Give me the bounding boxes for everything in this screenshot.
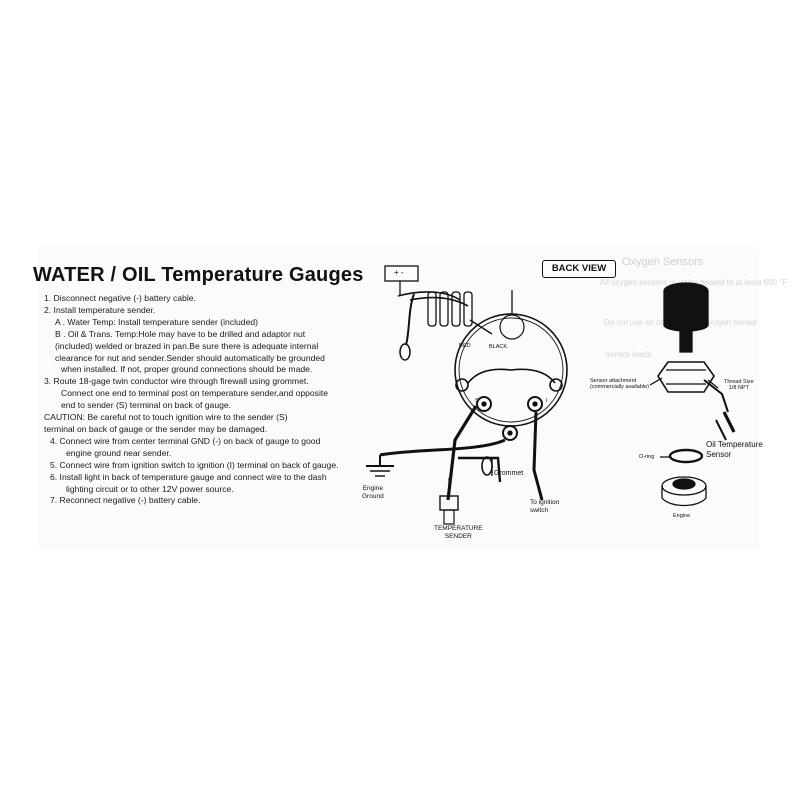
step-line: when installed. If not, proper ground co… — [61, 364, 313, 375]
battery-terminals-label: + - — [394, 268, 404, 277]
oil-temperature-sensor-assembly — [649, 282, 736, 507]
battery-icon — [384, 265, 419, 282]
show-through-heading: Oxygen Sensors — [622, 256, 704, 268]
step-line: 6. Install light in back of temperature … — [50, 471, 327, 482]
engine-label: Engine — [673, 513, 691, 519]
light-bulb-icon — [399, 343, 411, 361]
step-line: (included) welded or brazed in pan.Be su… — [55, 340, 319, 351]
step-line: lighting circuit or to other 12V power s… — [66, 483, 234, 494]
step-line: terminal on back of gauge or the sender … — [44, 423, 268, 434]
sensor-attachment-label: Sensor attachment (commercially availabl… — [590, 378, 649, 390]
thread-size-label: Thread Size 1/8 NPT — [724, 379, 754, 391]
back-view-label: BACK VIEW — [542, 260, 616, 278]
oil-temperature-sensor-label: Oil Temperature Sensor — [706, 440, 763, 459]
step-line: 3. Route 18-gage twin conductor wire thr… — [44, 376, 309, 387]
ignition-switch-label: To ignition switch — [530, 499, 560, 514]
step-line: Connect one end to terminal post on temp… — [61, 388, 329, 399]
o-ring-icon — [668, 448, 704, 464]
step-line: A . Water Temp: Install temperature send… — [55, 316, 259, 327]
step-line: 4. Connect wire from center terminal GND… — [50, 435, 321, 446]
installation-steps: 1. Disconnect negative (-) battery cable… — [44, 293, 374, 507]
gauge-light-socket — [499, 314, 525, 340]
show-through-line-3: sensor leads — [606, 350, 652, 359]
step-line: 5. Connect wire from ignition switch to … — [50, 459, 339, 470]
black-wire-label: BLACK — [489, 344, 508, 350]
terminal-gnd — [502, 425, 518, 441]
terminal-s-label: S — [475, 398, 479, 404]
o-ring-label: O-ring — [639, 454, 655, 460]
step-line: 1. Disconnect negative (-) battery cable… — [44, 293, 196, 303]
step-line: engine ground near sender. — [66, 447, 172, 458]
instruction-sheet — [40, 248, 758, 548]
show-through-line-1: All oxygen sensors must be heated to at … — [600, 278, 788, 287]
red-wire-label: RED — [459, 343, 471, 349]
step-line: clearance for nut and sender.Sender shou… — [55, 352, 325, 363]
terminal-s — [476, 396, 492, 412]
step-line: CAUTION: Be careful not to touch ignitio… — [44, 412, 288, 423]
document-title: WATER / OIL Temperature Gauges — [33, 264, 364, 286]
engine-ground-label: Engine Ground — [362, 485, 384, 500]
step-line: 2. Install temperature sender. — [44, 304, 156, 315]
step-line: B . Oil & Trans. Temp:Hole may have to b… — [55, 328, 306, 339]
terminal-i — [527, 396, 543, 412]
terminal-i-label: I — [546, 398, 548, 404]
step-line: end to sender (S) terminal on back of ga… — [61, 400, 232, 411]
temperature-sender-label: TEMPERATURE SENDER — [434, 525, 483, 540]
step-line: 7. Reconnect negative (-) battery cable. — [50, 495, 201, 506]
grommet-label: Grommet — [494, 470, 524, 477]
grommet-icon — [481, 456, 493, 476]
